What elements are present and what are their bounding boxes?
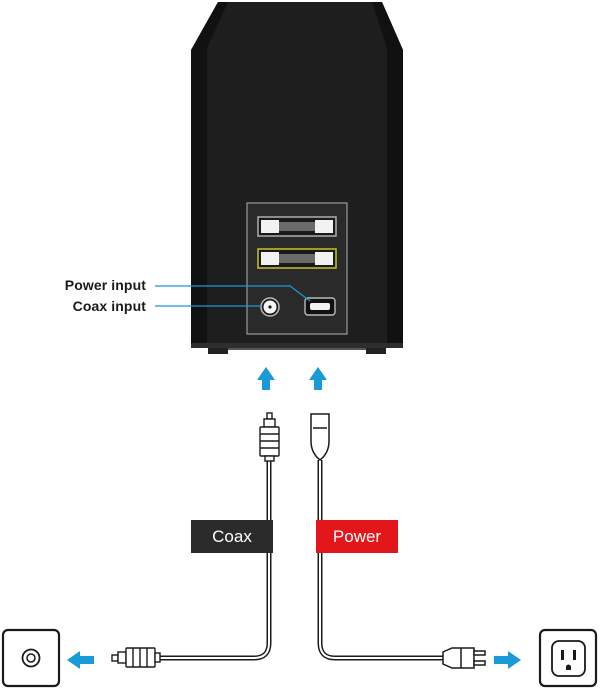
device (191, 2, 403, 354)
power-port (304, 297, 336, 316)
coax-connector-top (259, 412, 280, 462)
power-input-callout-line (155, 285, 311, 302)
power-wall-outlet-icon (538, 628, 598, 688)
coax-up-arrow (257, 367, 275, 390)
device-base-strip (191, 343, 403, 348)
device-left-side (191, 2, 228, 343)
port-slot-2 (257, 248, 337, 269)
power-up-arrow (309, 367, 327, 390)
device-bottom-shade (228, 348, 366, 350)
coax-port (260, 297, 280, 317)
device-foot-right (366, 348, 386, 354)
power-connector-top (310, 413, 330, 461)
power-cable (310, 413, 486, 669)
power-tag: Power (316, 520, 398, 553)
device-foot-left (208, 348, 228, 354)
coax-wall-outlet-icon (1, 628, 61, 688)
power-right-arrow (494, 651, 521, 669)
device-body (191, 2, 403, 343)
device-right-side (372, 2, 403, 343)
power-input-label: Power input (64, 277, 146, 293)
port-slot-1 (257, 216, 337, 237)
coax-left-arrow (67, 651, 94, 669)
power-plug-right (442, 647, 486, 669)
coax-input-label: Coax input (72, 298, 146, 314)
coax-cable (111, 412, 280, 668)
coax-tag: Coax (191, 520, 273, 553)
coax-connector-left (111, 647, 161, 668)
